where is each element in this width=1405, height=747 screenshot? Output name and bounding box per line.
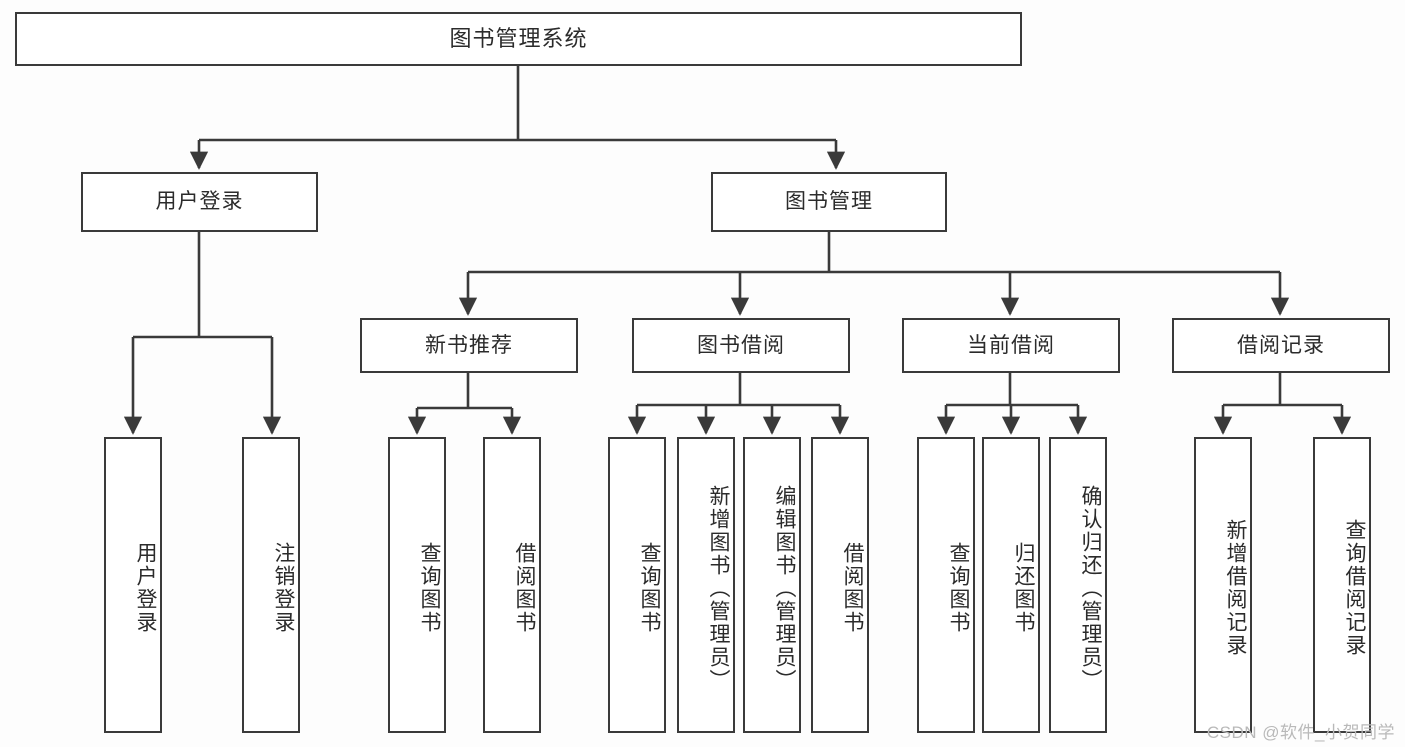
node-leaf-query-borrowing-record[interactable]: 查询借阅记录 — [1313, 437, 1371, 733]
node-book-borrowing[interactable]: 图书借阅 — [632, 318, 850, 373]
node-leaf-confirm-return-admin[interactable]: 确认归还（管理员） — [1049, 437, 1107, 733]
node-new-book-recommendation[interactable]: 新书推荐 — [360, 318, 578, 373]
node-book-management[interactable]: 图书管理 — [711, 172, 947, 232]
node-leaf-add-book-admin[interactable]: 新增图书（管理员） — [677, 437, 735, 733]
node-leaf-user-login[interactable]: 用户登录 — [104, 437, 162, 733]
node-leaf-query-book-recommendation[interactable]: 查询图书 — [388, 437, 446, 733]
node-leaf-add-borrowing-record[interactable]: 新增借阅记录 — [1194, 437, 1252, 733]
node-root-book-management-system[interactable]: 图书管理系统 — [15, 12, 1022, 66]
node-user-login[interactable]: 用户登录 — [81, 172, 318, 232]
node-leaf-query-book-current[interactable]: 查询图书 — [917, 437, 975, 733]
node-leaf-query-book-borrowing[interactable]: 查询图书 — [608, 437, 666, 733]
node-current-borrowing[interactable]: 当前借阅 — [902, 318, 1120, 373]
csdn-watermark: CSDN @软件_小贺同学 — [1206, 723, 1395, 742]
node-leaf-return-book[interactable]: 归还图书 — [982, 437, 1040, 733]
node-borrowing-record[interactable]: 借阅记录 — [1172, 318, 1390, 373]
node-leaf-borrow-book-recommendation[interactable]: 借阅图书 — [483, 437, 541, 733]
node-leaf-logout[interactable]: 注销登录 — [242, 437, 300, 733]
node-leaf-edit-book-admin[interactable]: 编辑图书（管理员） — [743, 437, 801, 733]
node-leaf-borrow-book-borrowing[interactable]: 借阅图书 — [811, 437, 869, 733]
